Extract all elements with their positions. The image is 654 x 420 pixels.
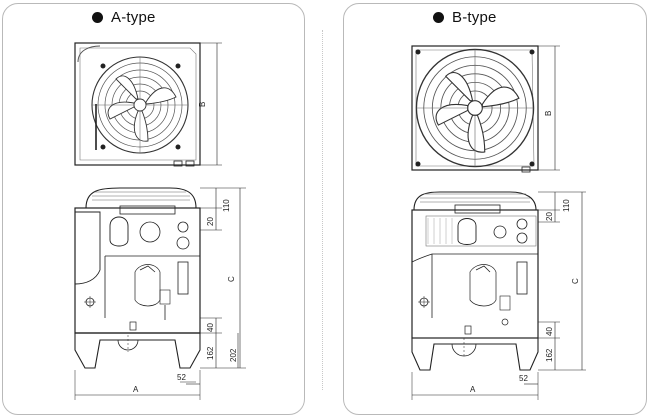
a-dim-b: B	[198, 102, 207, 107]
a-dim-c: C	[227, 276, 236, 282]
b-dim-c: C	[571, 278, 580, 284]
a-dim-52: 52	[177, 373, 186, 382]
b-dim-b: B	[544, 111, 553, 116]
b-dim-20: 20	[545, 212, 554, 221]
b-dim-40: 40	[545, 327, 554, 336]
panel-separator	[322, 30, 323, 390]
a-dim-a: A	[133, 385, 139, 394]
b-dim-a: A	[470, 385, 476, 394]
panel-a-title-text: A-type	[111, 9, 156, 26]
panel-a-type	[2, 3, 305, 415]
a-type-side-view	[74, 187, 246, 400]
a-dim-110: 110	[222, 199, 231, 212]
b-dim-162: 162	[545, 348, 554, 362]
panel-b-title-text: B-type	[452, 9, 497, 26]
a-dim-40: 40	[206, 323, 215, 332]
bullet-icon	[433, 12, 444, 23]
bullet-icon	[92, 12, 103, 23]
b-dim-52: 52	[519, 374, 528, 383]
a-dim-162: 162	[206, 346, 215, 360]
panel-b-title: B-type	[433, 9, 497, 26]
a-type-top-view	[74, 42, 222, 167]
b-type-side-view	[411, 191, 586, 400]
b-type-top-view	[411, 45, 560, 173]
a-dim-202: 202	[229, 348, 238, 362]
b-dim-110: 110	[562, 199, 571, 212]
panel-b-type	[343, 3, 647, 415]
panel-a-title: A-type	[92, 9, 156, 26]
a-dim-20: 20	[206, 217, 215, 226]
